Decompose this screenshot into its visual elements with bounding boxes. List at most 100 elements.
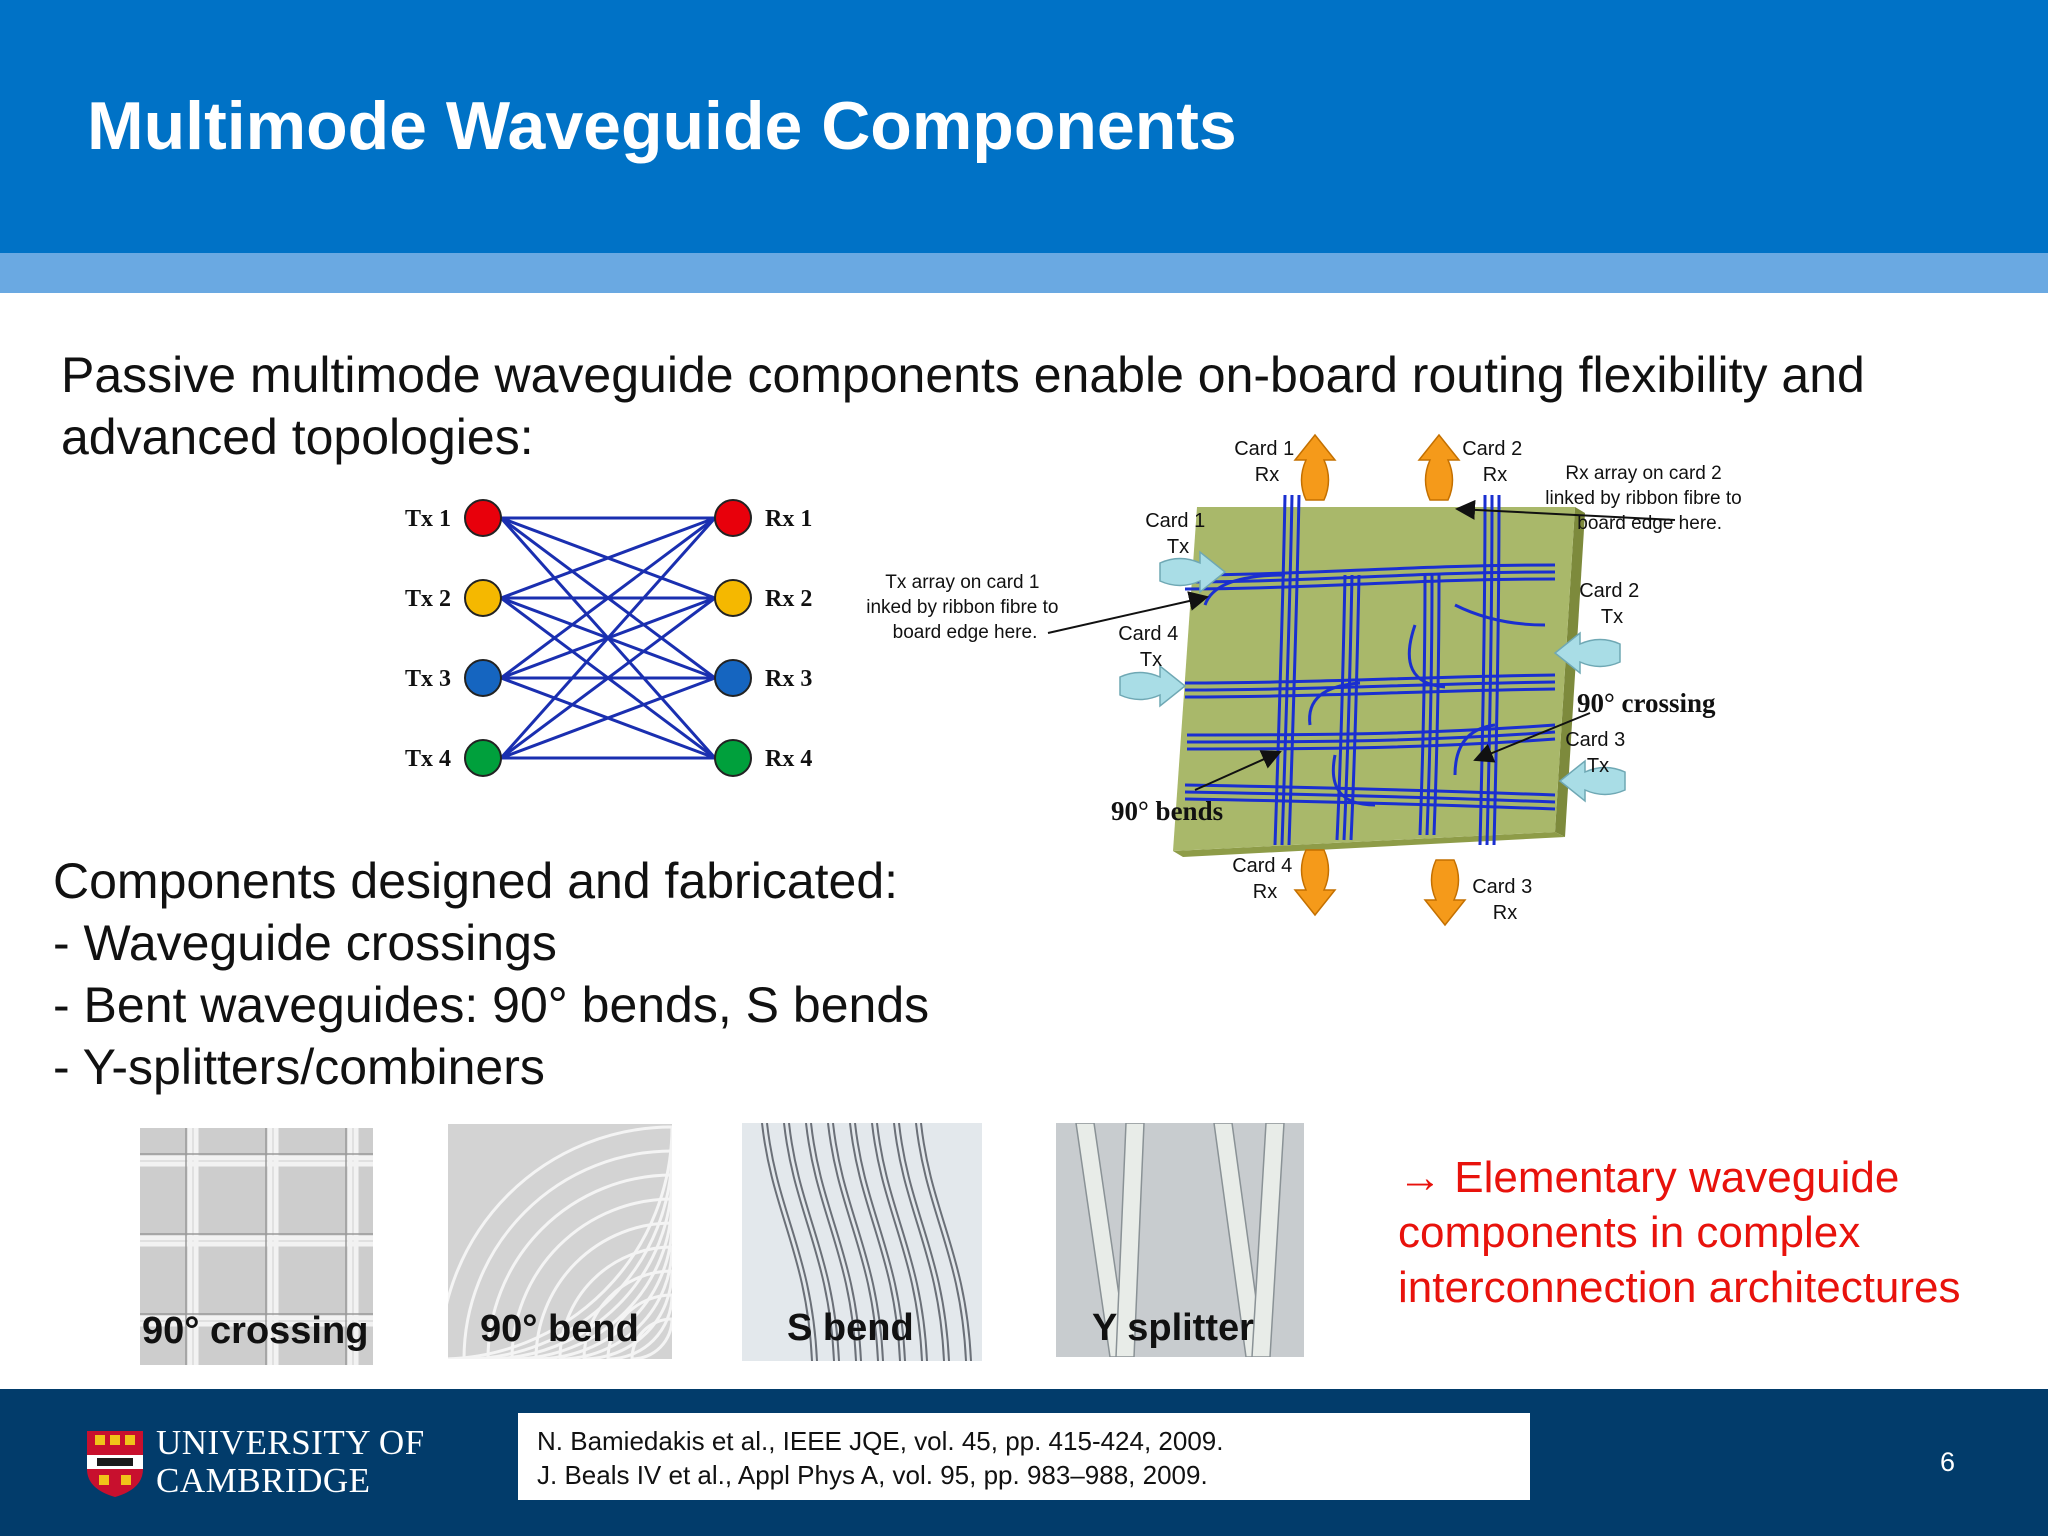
tx-node <box>464 659 502 697</box>
bend-arc <box>510 1197 672 1359</box>
rx-node <box>714 579 752 617</box>
tx-node <box>464 739 502 777</box>
card1-rx-label: Card 1 Rx <box>1234 438 1300 486</box>
waveguide <box>1342 574 1354 841</box>
slide-title: Multimode Waveguide Components <box>87 88 1237 164</box>
bend-arc <box>607 1294 672 1359</box>
conclusion-text: → Elementary waveguide components in com… <box>1398 1150 1998 1315</box>
rx-arrow <box>1293 433 1337 501</box>
s-bend-line <box>805 1123 857 1361</box>
photo-label: 90° bend <box>480 1308 639 1350</box>
bend-arc <box>534 1221 672 1359</box>
s-bend-micrograph <box>742 1123 982 1361</box>
rx-node <box>714 739 752 777</box>
s-bend-line <box>832 1123 884 1361</box>
waveguide <box>1453 723 1496 776</box>
rx-arrow <box>1293 849 1337 917</box>
crossing-micrograph <box>140 1128 373 1365</box>
title-accent-strip <box>0 253 2048 293</box>
photo-90-crossing: 90° crossing <box>140 1128 373 1365</box>
network-link <box>500 676 716 760</box>
tx-note-arrow <box>1047 591 1209 634</box>
waveguide <box>1478 494 1487 846</box>
tx-arrow <box>1553 631 1621 675</box>
tx-label: Tx 2 <box>405 586 451 612</box>
waveguide <box>1349 574 1361 841</box>
s-bend-line <box>783 1123 835 1361</box>
waveguide <box>1186 737 1556 751</box>
waveguide <box>1407 624 1446 689</box>
rx-label: Rx 3 <box>765 666 812 692</box>
reference-item: N. Bamiedakis et al., IEEE JQE, vol. 45,… <box>537 1426 1224 1456</box>
university-line-1: UNIVERSITY OF <box>156 1423 425 1462</box>
waveguide <box>1425 574 1434 836</box>
network-link <box>499 517 717 759</box>
bend-arc <box>582 1269 672 1359</box>
s-bend-line <box>827 1123 879 1361</box>
photo-label: 90° crossing <box>142 1310 369 1352</box>
s-bend-line <box>915 1123 967 1361</box>
tx-arrow <box>1159 550 1227 594</box>
bend-arc <box>486 1173 672 1359</box>
waveguide <box>1485 494 1494 846</box>
crossing-callout-arrow <box>1473 712 1591 763</box>
waveguide <box>1280 494 1294 846</box>
rx-node <box>714 659 752 697</box>
rx-note-arrow <box>1455 499 1676 521</box>
backplane-board-diagram: Card 1 Rx Card 2 Rx Card 1 Tx Card 2 Tx … <box>866 433 1747 927</box>
waveguide <box>1184 563 1556 577</box>
tx-node <box>464 499 502 537</box>
intro-text: Passive multimode waveguide components e… <box>61 344 1981 468</box>
bend-arc <box>558 1245 672 1359</box>
waveguide <box>1184 783 1556 797</box>
waveguide <box>1273 494 1287 846</box>
board-waveguides <box>1184 494 1556 846</box>
component-item: - Waveguide crossings <box>53 915 557 971</box>
conclusion-line-1: → Elementary waveguide <box>1398 1150 1998 1205</box>
waveguide <box>1418 574 1427 836</box>
tx-array-note: Tx array on card 1 inked by ribbon fibre… <box>866 572 1064 643</box>
page-number: 6 <box>1940 1447 1956 1477</box>
bend-arc <box>583 1270 672 1359</box>
photo-s-bend: S bend <box>742 1123 982 1361</box>
rx-label: Rx 1 <box>765 506 812 532</box>
university-line-2: CAMBRIDGE <box>156 1461 371 1500</box>
photo-label: Y splitter <box>1092 1307 1254 1349</box>
card1-tx-label: Card 1 Tx <box>1145 510 1211 558</box>
photo-label: S bend <box>787 1307 914 1349</box>
tx-label: Tx 4 <box>405 746 451 772</box>
intro-line-1: Passive multimode waveguide components e… <box>61 347 1865 403</box>
tx-arrow <box>1119 664 1187 708</box>
photo-90-bend: 90° bend <box>448 1124 672 1359</box>
waveguide <box>1186 723 1556 737</box>
rx-arrow <box>1423 859 1467 927</box>
s-bend-line <box>788 1123 840 1361</box>
waveguide <box>1454 603 1546 627</box>
network-link <box>500 516 716 600</box>
network-nodes: Tx 1Tx 2Tx 3Tx 4Rx 1Rx 2Rx 3Rx 4 <box>405 499 812 777</box>
waveguide <box>1184 790 1556 804</box>
card3-rx-label: Card 3 Rx <box>1472 876 1538 924</box>
card2-rx-label: Card 2 Rx <box>1462 438 1528 486</box>
waveguide <box>1184 577 1556 591</box>
intro-line-2: advanced topologies: <box>61 409 534 465</box>
waveguide <box>1287 494 1301 846</box>
rx-label: Rx 4 <box>765 746 812 772</box>
reference-item: J. Beals IV et al., Appl Phys A, vol. 95… <box>537 1460 1208 1490</box>
conclusion-line-2: components in complex <box>1398 1208 1861 1257</box>
references-box: N. Bamiedakis et al., IEEE JQE, vol. 45,… <box>518 1413 1530 1500</box>
network-link <box>500 596 716 760</box>
card4-tx-label: Card 4 Tx <box>1118 623 1184 671</box>
s-bend-line <box>920 1123 972 1361</box>
waveguide <box>1492 494 1501 846</box>
s-bend-line <box>761 1123 813 1361</box>
tx-rx-network-diagram: Tx 1Tx 2Tx 3Tx 4Rx 1Rx 2Rx 3Rx 4 <box>405 499 812 777</box>
bend-arc <box>448 1126 672 1359</box>
bends-callout-label: 90° bends <box>1111 796 1223 826</box>
waveguide <box>1331 754 1376 807</box>
conclusion-line-1-text: Elementary waveguide <box>1454 1153 1900 1202</box>
card3-tx-label: Card 3 Tx <box>1565 729 1631 777</box>
rx-array-note: Rx array on card 2 linked by ribbon fibr… <box>1545 463 1747 534</box>
tx-node <box>464 579 502 617</box>
bends-callout-arrow <box>1194 750 1282 791</box>
